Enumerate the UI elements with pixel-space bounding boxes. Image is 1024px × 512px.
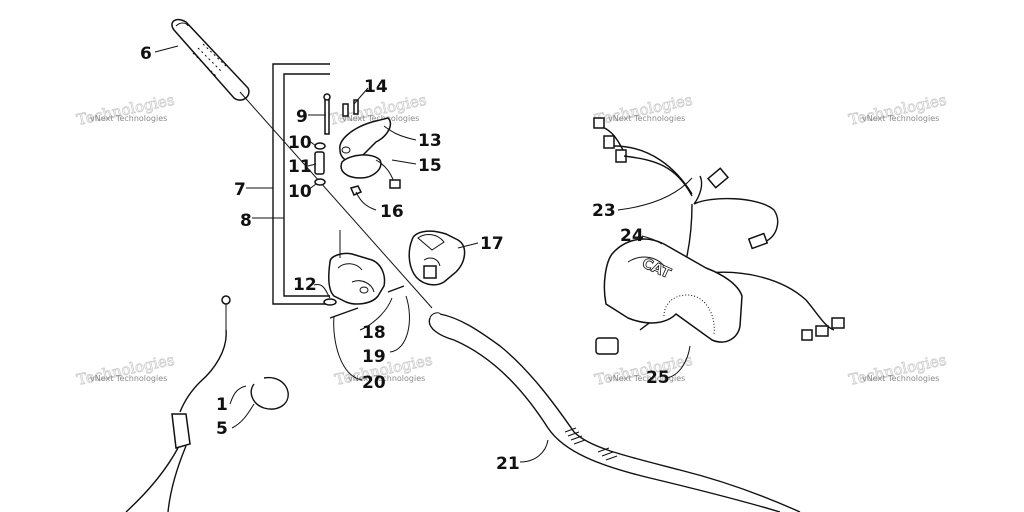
- hand-grip: [171, 18, 250, 101]
- callout-21: 21: [496, 454, 520, 474]
- callout-6: 6: [140, 44, 152, 64]
- callout-10a: 10: [288, 133, 312, 153]
- callout-16: 16: [380, 202, 404, 222]
- svg-text:vNext Technologies: vNext Technologies: [608, 374, 685, 383]
- svg-text:Technologies: Technologies: [593, 91, 694, 129]
- retaining-clip: [250, 376, 289, 410]
- callout-7: 7: [234, 180, 246, 200]
- callout-20: 20: [362, 373, 386, 393]
- watermark-3: Technologies vNext Technologies: [593, 90, 695, 129]
- svg-text:vNext Technologies: vNext Technologies: [608, 114, 685, 123]
- svg-text:vNext Technologies: vNext Technologies: [342, 114, 419, 123]
- svg-text:Technologies: Technologies: [847, 351, 948, 389]
- callout-11: 11: [288, 157, 312, 177]
- watermark-4: Technologies vNext Technologies: [847, 90, 949, 129]
- callout-24: 24: [620, 226, 644, 246]
- callout-10b: 10: [288, 182, 312, 202]
- callout-14: 14: [364, 77, 388, 97]
- wiring-harness: [593, 117, 845, 355]
- svg-text:Technologies: Technologies: [593, 351, 694, 389]
- handlebar: [428, 312, 801, 512]
- throttle-cable: [125, 295, 231, 512]
- svg-text:vNext Technologies: vNext Technologies: [348, 374, 425, 383]
- svg-text:Technologies: Technologies: [75, 91, 176, 129]
- svg-text:vNext Technologies: vNext Technologies: [862, 374, 939, 383]
- callouts: 6 7 8 9 10 11 10 12 14 13 15 16 17 18 19…: [140, 44, 670, 474]
- callout-18: 18: [362, 323, 386, 343]
- callout-13: 13: [418, 131, 442, 151]
- watermark-8: Technologies vNext Technologies: [847, 350, 949, 389]
- callout-17: 17: [480, 234, 504, 254]
- svg-text:vNext Technologies: vNext Technologies: [862, 114, 939, 123]
- svg-text:Technologies: Technologies: [847, 91, 948, 129]
- callout-23: 23: [592, 201, 616, 221]
- callout-1: 1: [216, 395, 228, 415]
- svg-text:Technologies: Technologies: [75, 351, 176, 389]
- callout-19: 19: [362, 347, 386, 367]
- callout-25: 25: [646, 368, 670, 388]
- switch-housing: [408, 230, 466, 286]
- handlebar-pad: CAT: [603, 238, 743, 343]
- grip-leader: [239, 91, 433, 309]
- bracket-7-8: [272, 63, 330, 305]
- callout-8: 8: [240, 211, 252, 231]
- watermark-7: Technologies vNext Technologies: [593, 350, 695, 389]
- callout-5: 5: [216, 419, 228, 439]
- watermark-5: Technologies vNext Technologies: [75, 350, 177, 389]
- leader-lines: [154, 45, 693, 463]
- throttle-housing: [323, 230, 386, 306]
- callout-12: 12: [293, 275, 317, 295]
- svg-text:vNext Technologies: vNext Technologies: [90, 374, 167, 383]
- screws: [329, 285, 405, 319]
- callout-9: 9: [296, 107, 308, 127]
- callout-15: 15: [418, 156, 442, 176]
- svg-text:vNext Technologies: vNext Technologies: [90, 114, 167, 123]
- watermark-1: Technologies vNext Technologies: [75, 90, 177, 129]
- brake-lever-cluster: [314, 93, 401, 196]
